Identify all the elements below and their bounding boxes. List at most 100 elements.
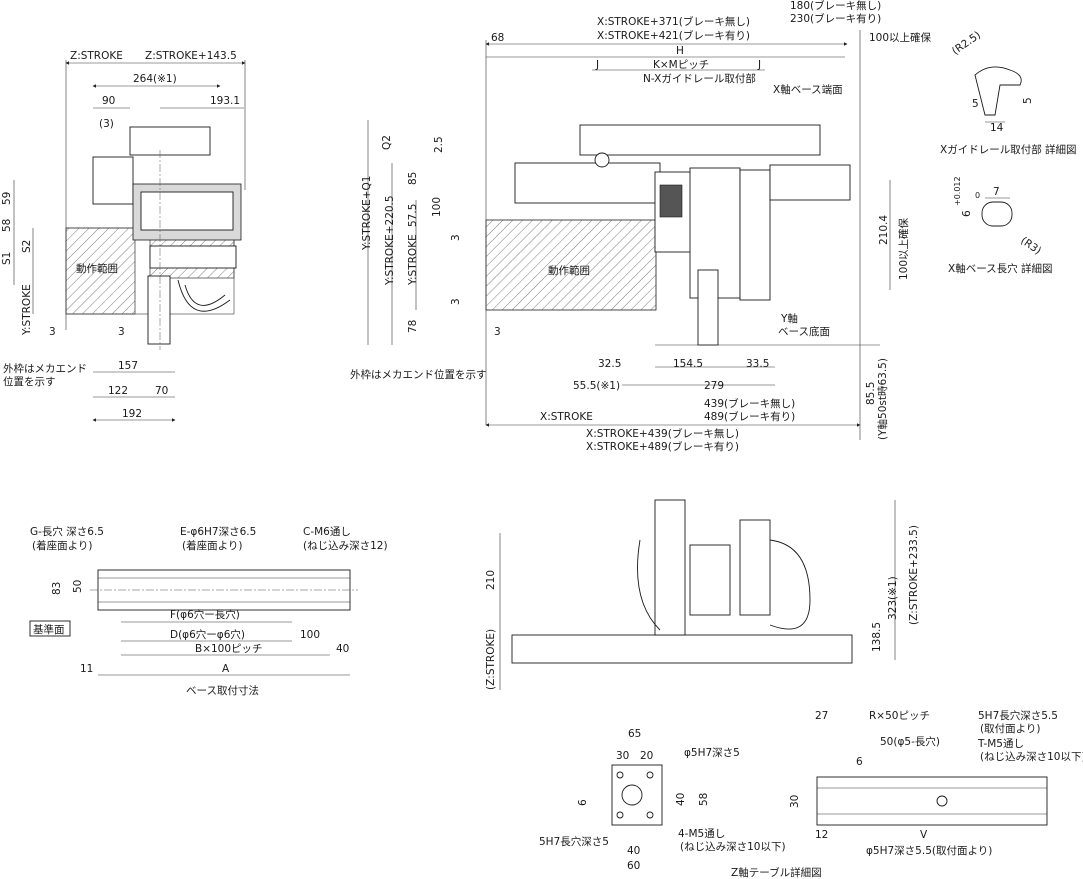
ref-label: 基準面 bbox=[33, 623, 65, 636]
x-guide-rail bbox=[579, 124, 821, 156]
zs-label: (Z:STROKE) bbox=[485, 629, 497, 690]
cable-left bbox=[177, 279, 231, 312]
dim-59-label: 59 bbox=[1, 192, 13, 205]
dim-855b-label: (Y軸50st時63.5) bbox=[876, 358, 889, 440]
outer-note-2: 位置を示す bbox=[3, 375, 56, 388]
dim-5a-label: 5 bbox=[972, 98, 979, 110]
dim-157-label: 157 bbox=[118, 360, 138, 372]
z-m5b-label: (ねじ込み深さ10以下) bbox=[680, 841, 786, 853]
c-label: C-M6通し bbox=[303, 526, 351, 538]
y-column bbox=[147, 275, 171, 345]
dim-3a-label: 3 bbox=[49, 326, 56, 338]
y-stroke-label: Y:STROKE bbox=[21, 284, 33, 336]
secure100b-label: 100以上確保 bbox=[897, 217, 910, 280]
z-motor bbox=[129, 126, 211, 156]
q2-label: Q2 bbox=[381, 135, 393, 150]
z-dim-20: 20 bbox=[640, 750, 653, 762]
dim-3a-label: 3 bbox=[450, 234, 462, 241]
ys2205-label: Y:STROKE+220.5 bbox=[384, 195, 396, 286]
z-dim-58: 58 bbox=[698, 793, 710, 806]
dim-855-label: 85.5 bbox=[865, 382, 877, 405]
guide-caption: Xガイドレール取付部 詳細図 bbox=[940, 143, 1077, 156]
side-view: 210 (Z:STROKE) 138.5 323(※1) (Z:STROKE+2… bbox=[485, 499, 920, 690]
s2-label: S2 bbox=[21, 240, 33, 253]
secure100-label: 100以上確保 bbox=[869, 31, 932, 44]
dim-100-label: 100 bbox=[431, 197, 443, 217]
kxm-label: K×Mピッチ bbox=[653, 59, 709, 71]
g-label: G-長穴 深さ6.5 bbox=[30, 525, 104, 538]
z-dim-30: 30 bbox=[616, 750, 629, 762]
x-slot2-label: (取付面より) bbox=[980, 722, 1040, 735]
x-slot-label: 5H7長穴深さ5.5 bbox=[978, 709, 1058, 722]
tol-dn-label: 0 bbox=[975, 191, 980, 200]
d-label: D(φ6穴ーφ6穴) bbox=[170, 628, 245, 641]
dim-83-label: 83 bbox=[51, 582, 63, 595]
a-label: A bbox=[222, 663, 230, 675]
dim-3b-label: 3 bbox=[450, 298, 462, 305]
xs371-label: X:STROKE+371(ブレーキ無し) bbox=[597, 15, 750, 28]
xbase-end-label: X軸ベース端面 bbox=[773, 83, 843, 96]
dim-85-label: 85 bbox=[407, 172, 419, 185]
top-main-view: 180(ブレーキ無し) 230(ブレーキ有り) X:STROKE+371(ブレー… bbox=[350, 0, 932, 453]
z-dim-6: 6 bbox=[577, 799, 589, 806]
x-v-label: V bbox=[920, 829, 928, 841]
nx-label: N-Xガイドレール取付部 bbox=[643, 72, 756, 85]
dim-70-label: 70 bbox=[155, 385, 168, 397]
dim-7-label: 7 bbox=[993, 186, 1000, 198]
x-p5-label: 50(φ5-長穴) bbox=[880, 735, 940, 748]
e-label: E-φ6H7深さ6.5 bbox=[180, 526, 256, 538]
side-cable-2 bbox=[637, 539, 661, 631]
j-left-label: J bbox=[595, 59, 599, 71]
zs2335-label: (Z:STROKE+233.5) bbox=[908, 525, 920, 625]
z-dim-60: 60 bbox=[627, 860, 640, 872]
z-stroke-label: Z:STROKE bbox=[70, 50, 123, 62]
z-carriage bbox=[92, 156, 134, 205]
dim-1385-label: 138.5 bbox=[871, 622, 883, 652]
x-motor bbox=[769, 164, 851, 201]
dim-323-label: 323(※1) bbox=[887, 576, 899, 620]
z-hole-1 bbox=[616, 771, 624, 779]
dim-230-label: 230(ブレーキ有り) bbox=[790, 12, 881, 25]
x-t-label: T-M5通し bbox=[977, 738, 1024, 750]
z-p5h7-label: φ5H7深さ5 bbox=[684, 747, 740, 759]
g2-label: (着座面より) bbox=[32, 539, 92, 552]
dim-180-label: 180(ブレーキ無し) bbox=[790, 0, 881, 12]
x-r50-label: R×50ピッチ bbox=[869, 710, 930, 722]
z-table-center-hole bbox=[621, 784, 643, 806]
xs439-label: X:STROKE+439(ブレーキ無し) bbox=[586, 427, 739, 440]
dim-1545-label: 154.5 bbox=[673, 358, 703, 370]
z-m5-label: 4-M5通し bbox=[678, 828, 725, 840]
ysq1-label: Y:STROKE+Q1 bbox=[361, 176, 373, 251]
c2-label: (ねじ込み深さ12) bbox=[303, 540, 388, 552]
outer-note-main: 外枠はメカエンド位置を示す bbox=[350, 368, 487, 381]
side-motor bbox=[739, 519, 771, 616]
y-rail bbox=[739, 169, 771, 301]
ystroke-label: Y:STROKE bbox=[407, 234, 419, 286]
xs489-label: X:STROKE+489(ブレーキ有り) bbox=[586, 440, 739, 453]
base-caption: ベース取付寸法 bbox=[186, 684, 259, 697]
outer-note-1: 外枠はメカエンド bbox=[3, 362, 87, 375]
dim-78-label: 78 bbox=[407, 320, 419, 333]
dim-14-label: 14 bbox=[990, 122, 1004, 134]
dim-264-label: 264(※1) bbox=[133, 73, 177, 85]
top-left-view: Z:STROKE Z:STROKE+143.5 264(※1) 90 193.1… bbox=[1, 50, 246, 422]
dim-5b-label: 5 bbox=[1022, 97, 1034, 104]
hole-caption: X軸ベース長穴 詳細図 bbox=[948, 262, 1053, 275]
b-label: B×100ピッチ bbox=[195, 643, 263, 655]
z-dim-40b: 40 bbox=[627, 845, 640, 857]
h-label: H bbox=[676, 45, 684, 57]
e2-label: (着座面より) bbox=[182, 539, 242, 552]
guide-profile bbox=[974, 66, 1022, 116]
dim-575-label: 57.5 bbox=[407, 204, 419, 227]
z-hole-2 bbox=[646, 771, 654, 779]
ref-box bbox=[29, 620, 71, 637]
dim-555-label: 55.5(※1) bbox=[573, 380, 620, 392]
dim-439-label: 439(ブレーキ無し) bbox=[704, 397, 795, 410]
z-hole-4 bbox=[646, 811, 654, 819]
range-hatch-left bbox=[65, 227, 136, 315]
x-t2-label: (ねじ込み深さ10以下) bbox=[980, 751, 1083, 763]
s1-label: S1 bbox=[1, 252, 13, 265]
j-right-label: J bbox=[757, 59, 761, 71]
